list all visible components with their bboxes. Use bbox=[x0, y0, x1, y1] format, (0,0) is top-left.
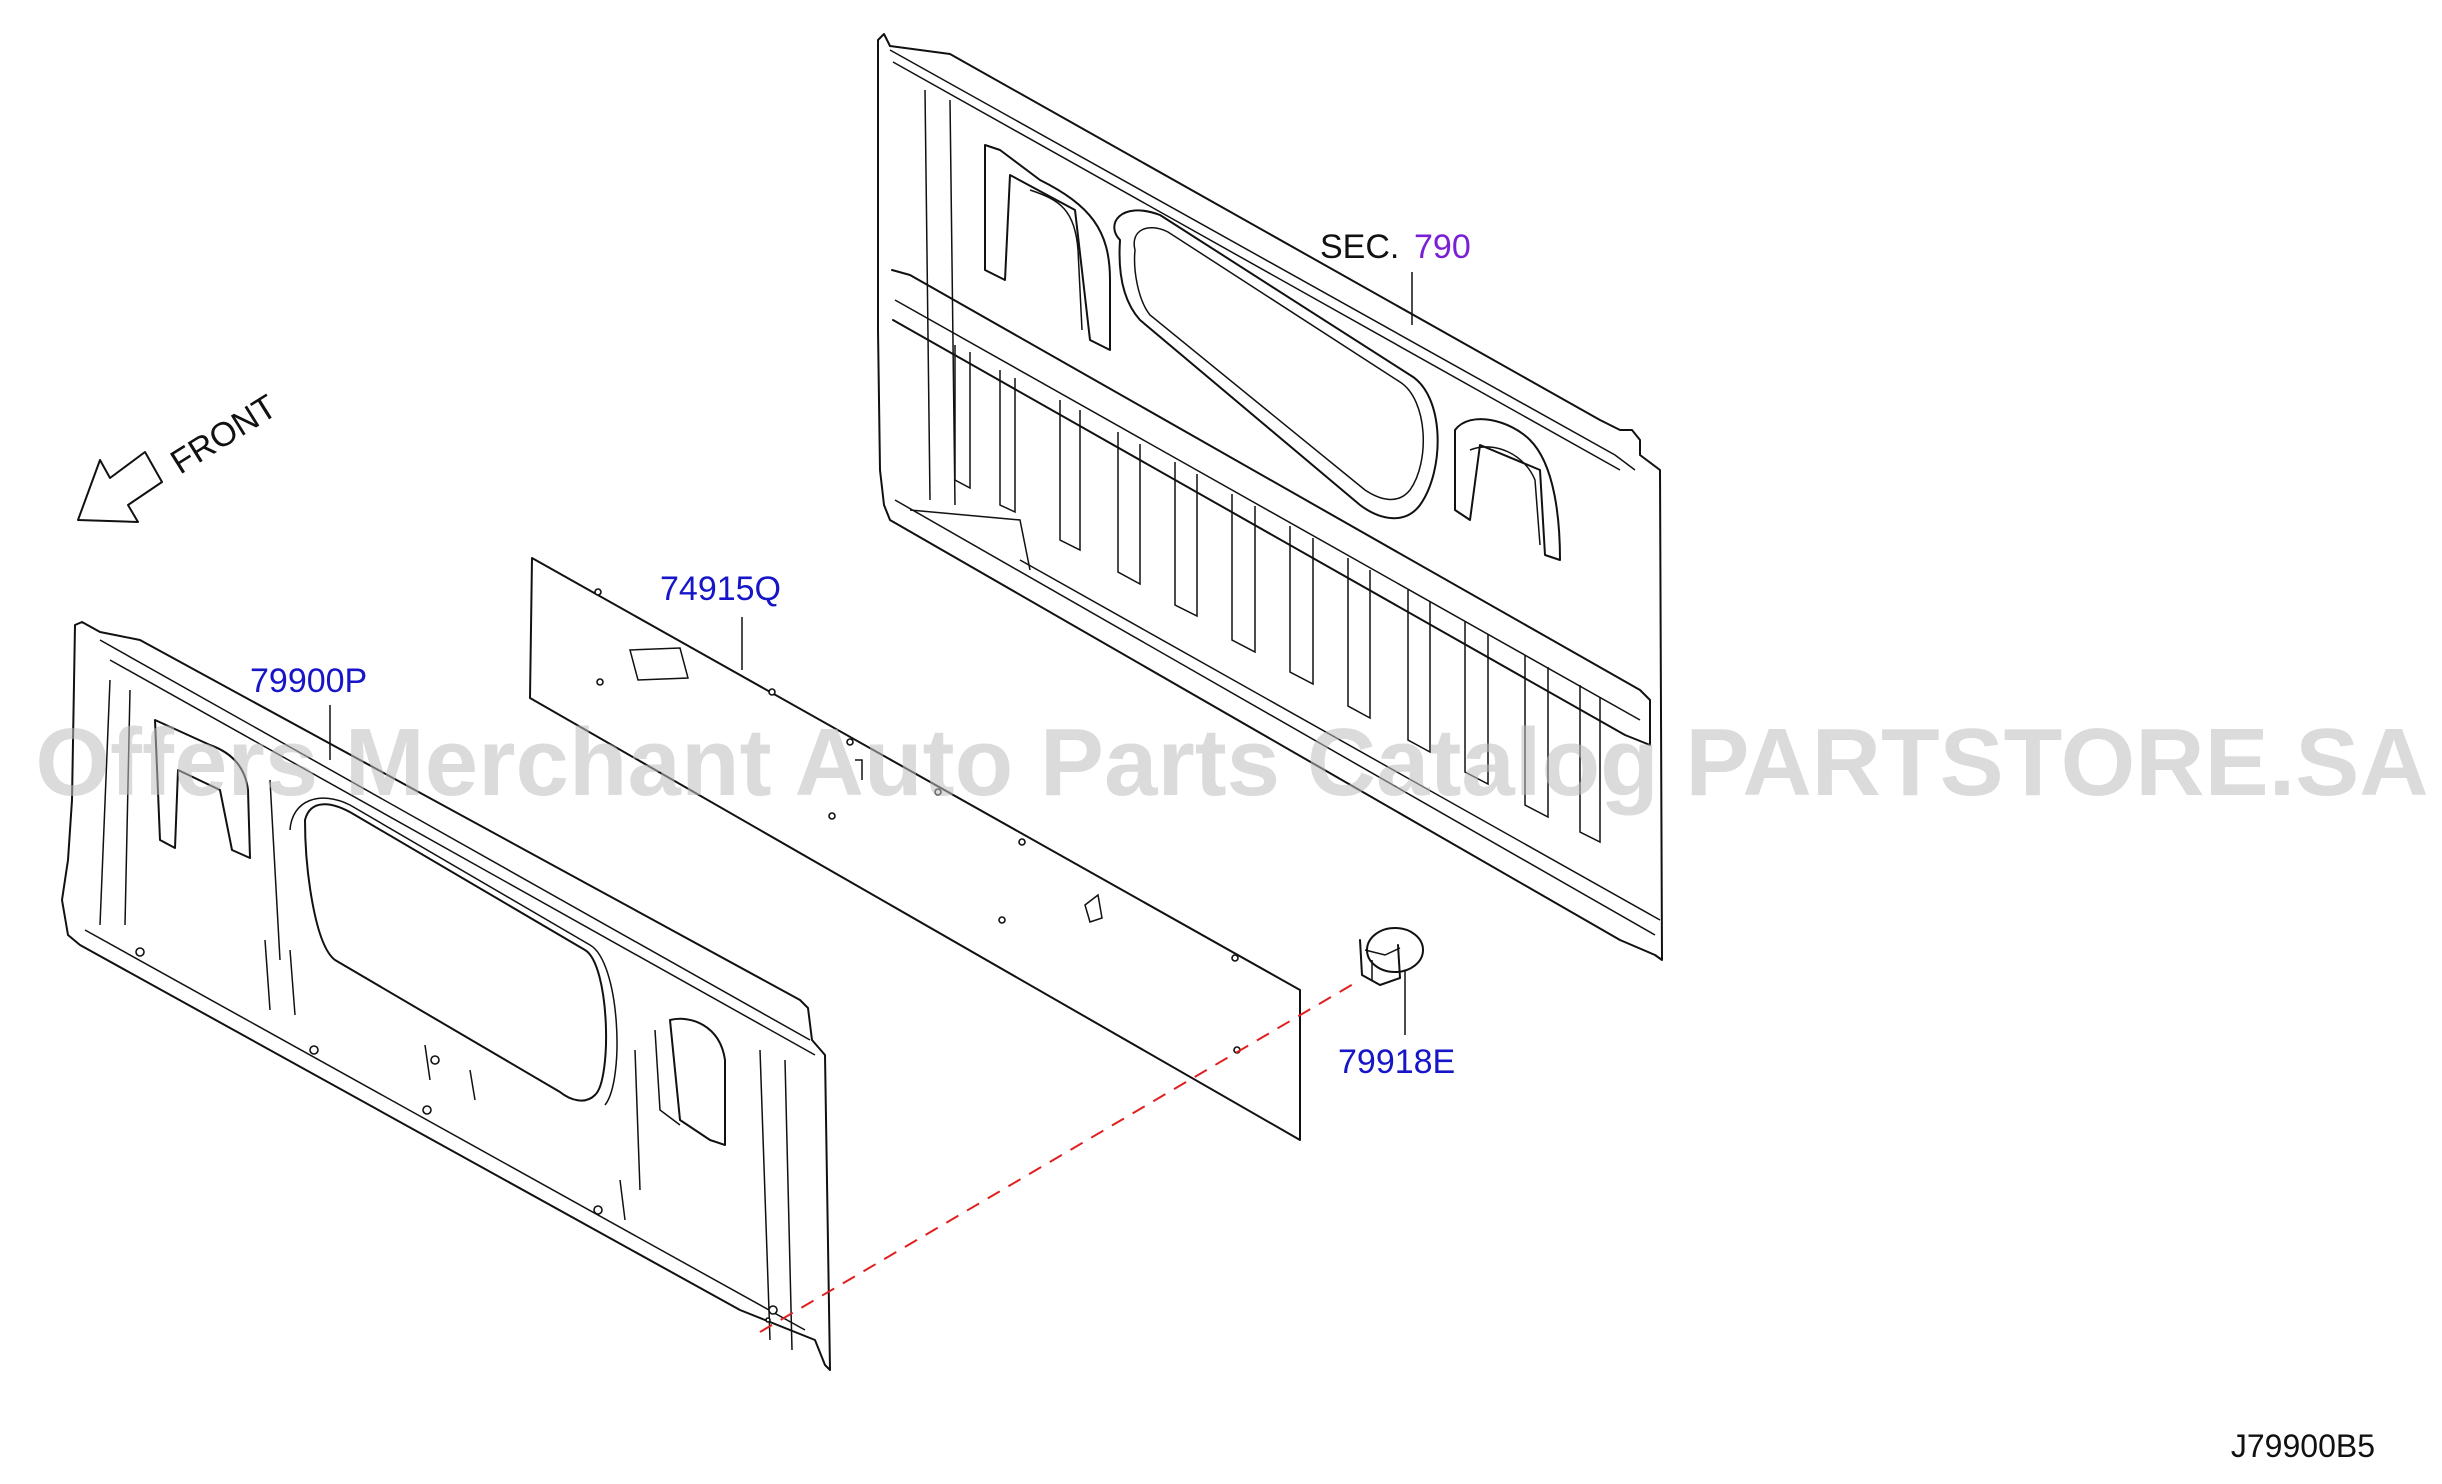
callout-79918E: 79918E bbox=[1338, 1043, 1455, 1081]
front-arrow-icon bbox=[77, 451, 163, 523]
watermark-text: Offers Merchant Auto Parts Catalog PARTS… bbox=[35, 709, 2428, 816]
panel-ribs bbox=[954, 345, 1601, 844]
assembly-dashed-line bbox=[759, 979, 1361, 1333]
section-ref-number: 790 bbox=[1414, 228, 1471, 266]
callout-74915Q: 74915Q bbox=[660, 570, 781, 608]
callout-79900P: 79900P bbox=[250, 662, 367, 700]
rear-panel-finisher bbox=[61, 621, 831, 1371]
rear-body-panel bbox=[877, 33, 1663, 961]
clip-part bbox=[1359, 927, 1424, 986]
section-ref-prefix: SEC. bbox=[1320, 228, 1399, 266]
diagram-code: J79900B5 bbox=[2231, 1428, 2375, 1464]
insulator-sheet bbox=[529, 557, 1301, 1141]
front-label: FRONT bbox=[164, 388, 283, 482]
